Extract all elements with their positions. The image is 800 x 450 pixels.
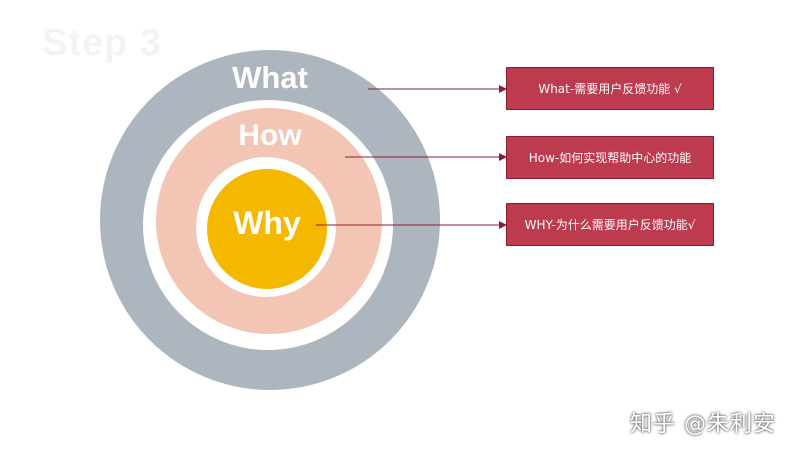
how-description-box: How-如何实现帮助中心的功能	[506, 136, 714, 179]
how-label: How	[238, 119, 302, 152]
why-circle	[207, 169, 327, 289]
why-description-box: WHY-为什么需要用户反馈功能√	[506, 203, 714, 246]
what-description-box: What-需要用户反馈功能 √	[506, 67, 714, 110]
step-title: Step 3	[42, 22, 163, 64]
zhihu-watermark: 知乎 @朱利安	[630, 412, 776, 437]
what-label: What	[232, 60, 308, 95]
why-label: Why	[233, 205, 301, 241]
